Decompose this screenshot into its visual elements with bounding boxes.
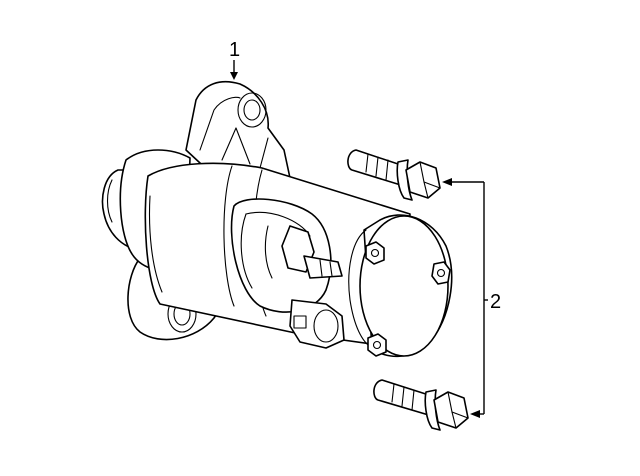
bolt-lower [373,379,469,431]
callout-label-1: 1 [229,39,241,61]
end-cap-nut-top [365,241,385,265]
leader-line-1 [230,60,238,80]
end-cap-nut-bottom [367,333,387,357]
callout-label-2: 2 [490,291,502,313]
starter-motor [101,80,453,358]
end-cap-nut-right [431,261,451,285]
leader-line-2 [442,178,488,418]
bolt-upper [347,149,441,201]
